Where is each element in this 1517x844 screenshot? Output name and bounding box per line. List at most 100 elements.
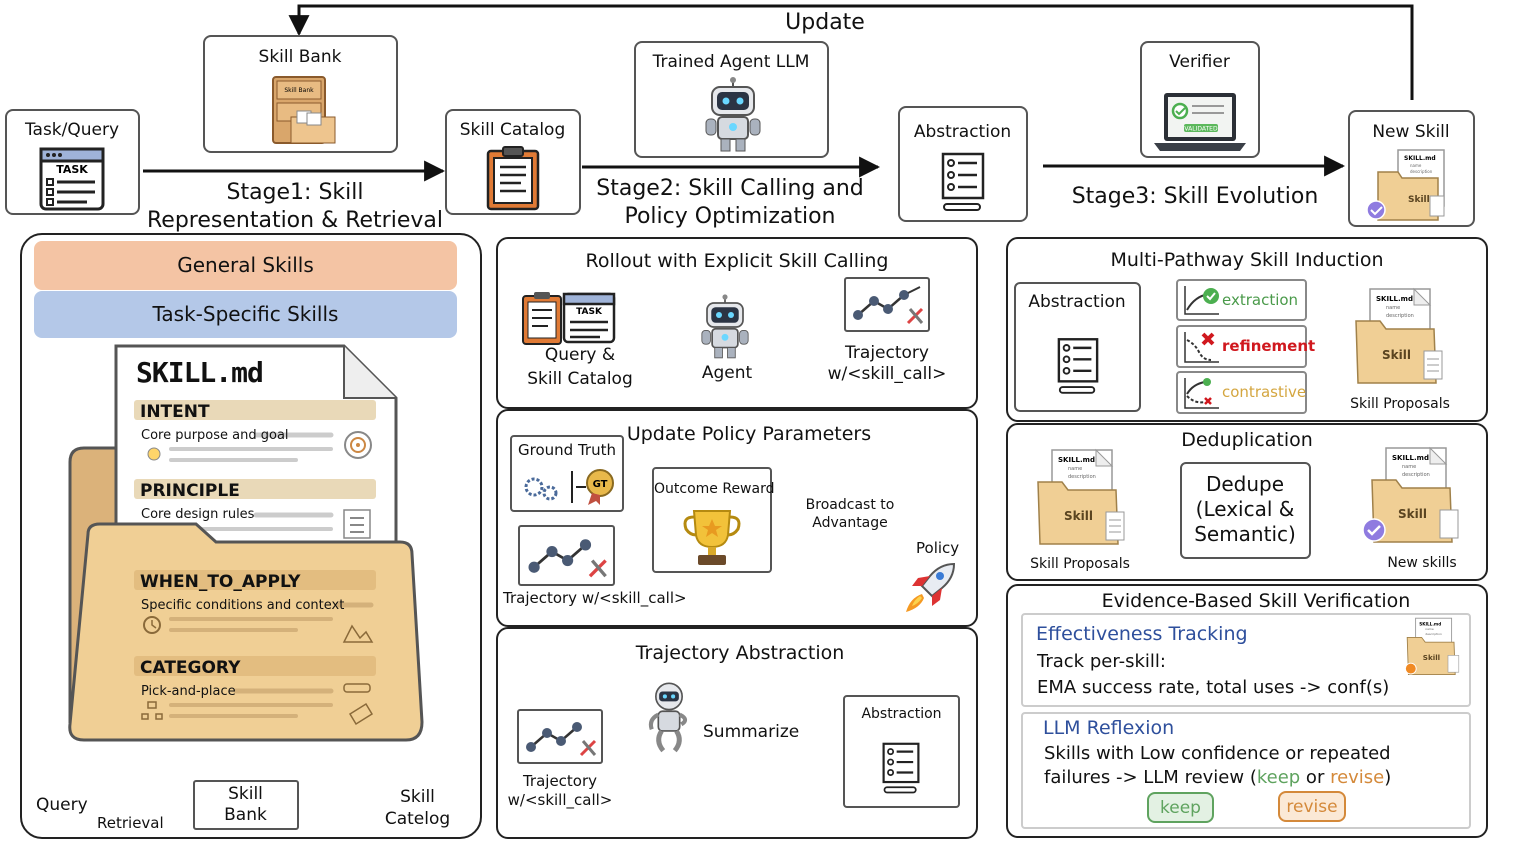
task-query-label: Task/Query: [24, 120, 120, 140]
svg-text:Skill: Skill: [1398, 507, 1427, 521]
dedup-title: Deduplication: [1181, 429, 1313, 451]
filing-cabinet-icon: Skill Bank: [272, 76, 336, 144]
when-heading: WHEN_TO_APPLY: [140, 572, 301, 592]
summarize-label: Summarize: [703, 722, 800, 742]
outcome-reward-box: Outcome Reward: [652, 467, 774, 573]
agent-robot-icon: [701, 294, 749, 359]
trained-agent-label: Trained Agent LLM: [652, 52, 810, 72]
gears-gt-icon: GT: [524, 469, 614, 505]
refinement-icon: [1184, 332, 1219, 363]
rollout-trajectory-icon: [844, 277, 930, 332]
abstraction-box: Abstraction: [898, 106, 1028, 222]
skill-catelog-label: Skill Catelog: [384, 787, 451, 829]
svg-text:Skill: Skill: [1382, 348, 1411, 362]
robot-icon: [705, 77, 761, 152]
contrastive-icon: [1184, 378, 1219, 409]
svg-text:SKILL.md: SKILL.md: [1376, 295, 1413, 303]
keep-button[interactable]: keep: [1147, 792, 1214, 823]
verifier-label: Verifier: [1169, 52, 1230, 72]
svg-text:TASK: TASK: [56, 163, 88, 176]
refinement-chip: refinement: [1176, 325, 1315, 368]
trajectory-abstraction-title: Trajectory Abstraction: [635, 642, 845, 664]
svg-text:description: description: [1425, 632, 1442, 636]
svg-text:Skill: Skill: [1064, 509, 1093, 523]
update-label: Update: [785, 10, 865, 35]
effectiveness-line2: EMA success rate, total uses -> conf(s): [1037, 677, 1390, 698]
agent-label: Agent: [701, 363, 753, 383]
policy-label: Policy: [916, 539, 960, 557]
dedup-proposals-folder-icon: SKILL.md name description Skill: [1037, 448, 1125, 545]
revise-button[interactable]: revise: [1278, 791, 1346, 822]
query-catalog-icon: TASK: [522, 292, 616, 345]
svg-text:description: description: [1068, 474, 1096, 480]
svg-text:name: name: [1386, 305, 1400, 311]
general-skills-bar: General Skills: [34, 241, 457, 290]
llm-reflexion-line1: Skills with Low confidence or repeated: [1044, 743, 1391, 764]
skill-bank-small-box: Skill Bank: [193, 780, 299, 830]
new-skills-label: New skills: [1387, 555, 1457, 571]
broadcast-label: Broadcast to Advantage: [805, 497, 895, 531]
principle-text: Core design rules: [141, 507, 255, 522]
llm-reflexion-line2: failures -> LLM review (keep or revise): [1044, 767, 1392, 788]
effectiveness-card: Effectiveness Tracking Track per-skill: …: [1021, 613, 1471, 707]
verifier-box: Verifier VALIDATED: [1140, 41, 1260, 158]
svg-text:VALIDATED: VALIDATED: [1184, 126, 1218, 133]
skill-bank-box: Skill Bank Skill Bank: [203, 35, 398, 153]
update-loop-arrow: [288, 4, 1414, 100]
checklist-icon: [941, 152, 985, 211]
induction-title: Multi-Pathway Skill Induction: [1110, 249, 1384, 271]
skill-catalog-label: Skill Catalog: [459, 120, 566, 140]
induction-abstraction-box: Abstraction: [1014, 282, 1141, 412]
query-label: Query: [36, 795, 88, 815]
policy-trajectory-icon: [518, 525, 615, 586]
svg-text:description: description: [1386, 313, 1414, 319]
svg-text:name: name: [1402, 464, 1416, 470]
abstraction-trajectory-icon: [517, 709, 603, 764]
extraction-icon: [1184, 286, 1219, 315]
svg-text:SKILL.md: SKILL.md: [1419, 621, 1441, 626]
laptop-verified-icon: VALIDATED: [1154, 93, 1246, 151]
new-skill-label: New Skill: [1372, 122, 1450, 142]
skill-folder-check-icon: SKILL.md name description Skill: [1366, 149, 1445, 221]
trained-agent-box: Trained Agent LLM: [634, 41, 829, 158]
retrieval-label: Retrieval: [97, 814, 164, 832]
verification-panel: [1006, 584, 1488, 838]
category-text: Pick-and-place: [141, 684, 236, 699]
verification-title: Evidence-Based Skill Verification: [1101, 590, 1411, 612]
dedupe-box: Dedupe (Lexical & Semantic): [1180, 462, 1311, 559]
extraction-chip: extraction: [1176, 279, 1307, 321]
rocket-icon: [906, 562, 956, 612]
ground-truth-box: Ground Truth GT: [510, 435, 624, 512]
stage3-label: Stage3: Skill Evolution: [1071, 184, 1319, 209]
abstraction-checklist-icon: [882, 742, 920, 794]
task-query-box: Task/Query TASK: [5, 109, 140, 215]
rollout-title: Rollout with Explicit Skill Calling: [585, 250, 889, 272]
svg-text:name: name: [1068, 466, 1082, 472]
skill-md-title: SKILL.md: [136, 356, 264, 389]
llm-reflexion-title: LLM Reflexion: [1043, 717, 1175, 739]
intent-heading: INTENT: [140, 402, 210, 422]
abstraction-result-box: Abstraction: [843, 695, 960, 808]
stage2-label: Stage2: Skill Calling and Policy Optimiz…: [596, 176, 864, 229]
svg-text:Skill: Skill: [1423, 653, 1440, 662]
principle-heading: PRINCIPLE: [140, 481, 240, 501]
skill-md-folder-illustration: [68, 344, 424, 742]
svg-text:description: description: [1402, 472, 1430, 478]
skill-tracking-icon: SKILL.md name description Skill: [1404, 617, 1460, 676]
dedup-proposals-label: Skill Proposals: [1030, 556, 1130, 572]
policy-trajectory-label: Trajectory w/<skill_call>: [503, 589, 687, 607]
svg-text:name: name: [1425, 627, 1434, 631]
update-policy-title: Update Policy Parameters: [626, 423, 872, 445]
svg-text:SKILL.md: SKILL.md: [1392, 454, 1429, 462]
svg-text:Skill: Skill: [1408, 195, 1430, 205]
rollout-query-label: Query & Skill Catalog: [527, 345, 633, 389]
contrastive-chip: contrastive: [1176, 371, 1307, 414]
effectiveness-line1: Track per-skill:: [1037, 651, 1166, 672]
task-specific-skills-bar: Task-Specific Skills: [34, 291, 457, 338]
skill-catalog-box: Skill Catalog: [445, 109, 581, 215]
svg-text:TASK: TASK: [576, 307, 603, 317]
svg-text:name: name: [1410, 163, 1422, 168]
skill-proposals-folder-icon: SKILL.md name description Skill: [1355, 287, 1443, 384]
llm-reflexion-card: LLM Reflexion Skills with Low confidence…: [1021, 712, 1471, 829]
induction-proposals-label: Skill Proposals: [1350, 396, 1450, 412]
